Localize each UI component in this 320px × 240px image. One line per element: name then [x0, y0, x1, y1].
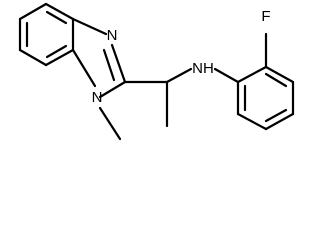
imidazole-n-label: N — [107, 27, 118, 44]
fluorine-label: F — [261, 8, 270, 25]
bond-phenyl-4 — [264, 112, 295, 131]
bond-phenyl-inner-1 — [264, 72, 288, 88]
molecule-diagram: F NH N N — [18, 2, 295, 141]
bond-benzene-6 — [18, 2, 48, 21]
bond-n1-ring — [71, 48, 97, 88]
bond-c2-n1 — [98, 80, 127, 99]
bond-n-c2-double-a — [110, 43, 127, 84]
bond-phenyl-1 — [236, 65, 268, 84]
bond-c-n-top — [71, 17, 108, 36]
bond-benzene-3 — [44, 48, 75, 67]
bond-benzene-inner-1 — [45, 10, 68, 25]
bond-n-c2-double-b — [102, 48, 116, 82]
bond-phenyl-5 — [236, 112, 268, 131]
methyl-n-label: N — [92, 89, 103, 106]
bond-ch-nh — [165, 67, 193, 84]
bond-benzene-1 — [44, 2, 75, 21]
bond-nh-aryl — [213, 67, 240, 84]
bond-n-methyl — [98, 106, 122, 141]
bond-benzene-inner-2 — [45, 44, 68, 59]
amine-label: NH — [192, 60, 214, 77]
bond-phenyl-inner-2 — [264, 108, 288, 123]
chemical-structure: F NH N N — [18, 2, 295, 141]
bond-phenyl-2 — [264, 65, 295, 84]
bond-benzene-4 — [18, 48, 48, 67]
